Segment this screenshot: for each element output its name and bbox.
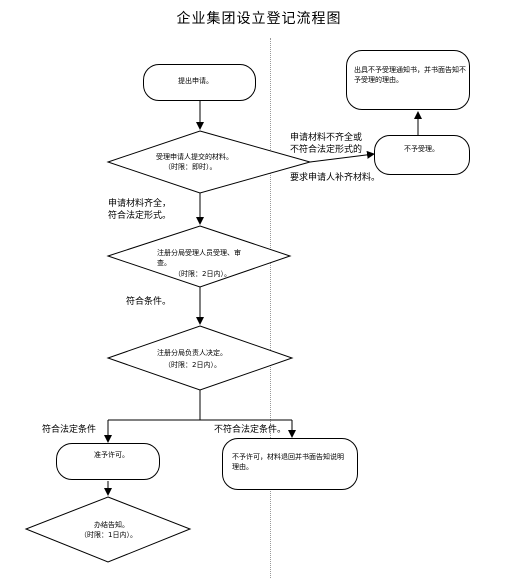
- reject-label: 不予受理。: [404, 145, 439, 153]
- supplement-label: 要求申请人补齐材料。: [290, 173, 381, 183]
- reject-notice-label: 出具不予受理通知书，并书面告知不予受理的理由。: [354, 66, 466, 84]
- meets-label: 符合法定条件: [42, 425, 97, 435]
- incomplete-label-1: 申请材料不齐全或: [290, 133, 363, 143]
- not-meets-label: 不符合法定条件。: [214, 425, 287, 435]
- head-label: 注册分局负责人决定。: [157, 349, 227, 357]
- issue-diamond: [24, 496, 192, 563]
- registrar-label: 注册分局受理人员受理、审查。: [157, 249, 241, 267]
- verify-label: 受理申请人提交的材料。: [156, 153, 233, 161]
- qualified-label: 符合条件。: [126, 297, 172, 307]
- head-time: （时限：2日内）。: [164, 361, 221, 369]
- deny-label: 不予许可，材料退回并书面告知说明理由。: [232, 453, 344, 471]
- complete-label-1: 申请材料齐全，: [108, 199, 172, 209]
- issue-label: 办结告知。: [94, 521, 129, 529]
- submit-label: 提出申请。: [178, 77, 213, 85]
- head-diamond: [106, 325, 294, 391]
- verify-time: （时限：即时）。: [164, 163, 217, 171]
- dotted-divider: [270, 38, 272, 578]
- reject-notice-node: [346, 50, 470, 110]
- issue-time: （时限：1日内）。: [80, 531, 137, 539]
- deny-node: [222, 438, 358, 490]
- approve-label: 准予许可。: [94, 451, 129, 459]
- reject-node: [374, 135, 470, 175]
- approve-node: [56, 443, 160, 480]
- registrar-time: （时限：2日内）。: [174, 270, 231, 278]
- page-title: 企业集团设立登记流程图: [176, 11, 342, 27]
- complete-label-2: 符合法定形式。: [108, 211, 172, 221]
- incomplete-label-2: 不符合法定形式的: [290, 145, 363, 155]
- submit-node: [143, 64, 256, 101]
